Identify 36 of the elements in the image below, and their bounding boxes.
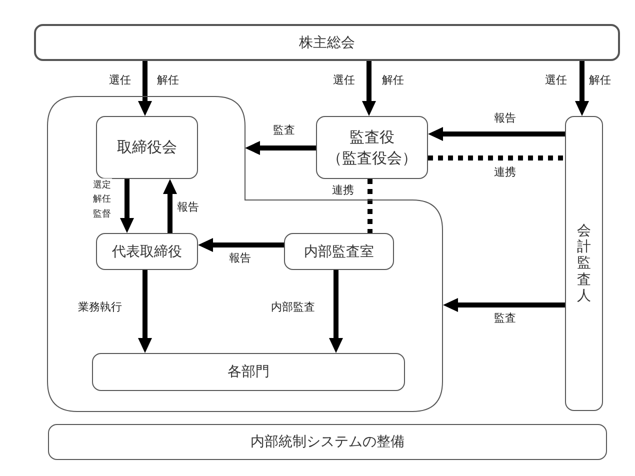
- arrow: [428, 127, 565, 141]
- representative-box: 代表取締役: [96, 233, 198, 270]
- system-bar: 内部統制システムの整備: [48, 424, 607, 460]
- arrow: [575, 61, 589, 116]
- accountant-box: 会計監査人: [565, 116, 603, 411]
- audit-office-box: 内部監査室: [284, 233, 394, 270]
- board-box: 取締役会: [96, 116, 198, 179]
- meeting-bar: 株主総会: [34, 24, 620, 61]
- arrow: [362, 61, 376, 116]
- dotted-line: [428, 156, 565, 160]
- edge-label: 選任: [109, 73, 131, 87]
- annotation-text: 解任: [589, 73, 611, 87]
- edge-label: 報告: [229, 251, 251, 265]
- edge-label: 監査: [494, 311, 516, 325]
- edge-label: 内部監査: [271, 300, 315, 314]
- arrow: [120, 179, 134, 233]
- arrow: [329, 270, 343, 353]
- edge-label: 選任: [545, 73, 567, 87]
- edge-label: 選任: [333, 73, 355, 87]
- edge-label: 連携: [332, 183, 354, 197]
- arrow: [138, 61, 152, 116]
- dotted-line: [368, 179, 372, 233]
- auditor-box: 監査役 （監査役会）: [316, 116, 428, 179]
- edge-label: 報告: [494, 111, 516, 125]
- edge-label: 監査: [273, 123, 295, 137]
- edge-label: 連携: [494, 165, 516, 179]
- edge-label: 報告: [177, 200, 199, 214]
- arrow: [198, 238, 284, 252]
- arrow: [245, 141, 316, 155]
- edge-label: 業務執行: [78, 300, 122, 314]
- arrow: [163, 179, 177, 233]
- department-box: 各部門: [92, 353, 405, 391]
- arrow: [138, 270, 152, 353]
- arrow: [443, 298, 565, 312]
- annotation-text: 解任: [157, 73, 179, 87]
- annotation-text: 解任: [382, 73, 404, 87]
